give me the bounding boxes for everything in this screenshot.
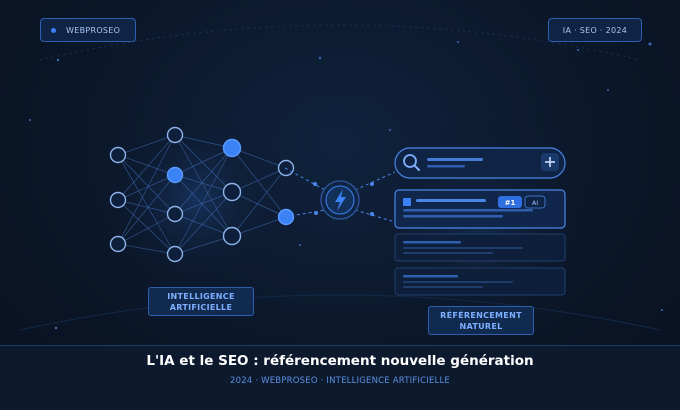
lightning-icon: [335, 189, 346, 211]
neural-node: [166, 205, 184, 223]
seo-label-line1: RÉFÉRENCEMENT: [440, 310, 522, 320]
neural-connection: [117, 134, 176, 201]
central-hub: [320, 180, 360, 220]
meta-tag: IA · SEO · 2024: [548, 18, 642, 42]
neural-connection: [117, 199, 176, 255]
neural-connection: [231, 191, 287, 218]
search-icon: [403, 154, 420, 171]
illustration-art: #1 AI: [19, 24, 663, 335]
neural-connection: [117, 199, 176, 215]
page-subtitle: 2024 · WEBPROSEO · INTELLIGENCE ARTIFICI…: [229, 376, 450, 386]
connector-lines: [284, 167, 396, 223]
search-bar[interactable]: [394, 147, 566, 179]
brand-dot-icon: [51, 27, 56, 33]
ai-label-line2: ARTIFICIELLE: [169, 302, 233, 312]
neural-connection: [117, 243, 176, 255]
neural-connection: [117, 154, 176, 176]
neural-node: [166, 166, 184, 184]
neural-connection: [174, 191, 233, 255]
meta-tag-text: IA · SEO · 2024: [562, 25, 628, 35]
ai-label: INTELLIGENCE ARTIFICIELLE: [148, 287, 254, 316]
star-dots: [29, 41, 663, 330]
ai-badge-text: AI: [532, 199, 538, 207]
neural-node: [109, 191, 127, 209]
neural-connection: [174, 235, 233, 255]
brand-name: WEBPROSEO: [66, 25, 121, 35]
footer: L'IA et le SEO : référencement nouvelle …: [0, 345, 680, 410]
neural-node: [222, 138, 242, 158]
neural-node: [222, 226, 242, 246]
neural-connection: [117, 213, 176, 245]
neural-connection: [174, 147, 233, 215]
ai-glow: [105, 110, 285, 290]
neural-connection: [174, 134, 233, 149]
seo-label: RÉFÉRENCEMENT NATUREL: [428, 306, 534, 335]
neural-connection: [174, 191, 233, 215]
neural-connections: [117, 134, 287, 255]
search-result[interactable]: [394, 233, 566, 262]
neural-node: [166, 126, 184, 144]
decorative-arc: [39, 24, 641, 61]
neural-node: [166, 245, 184, 263]
neural-connection: [174, 147, 233, 176]
rank-badge-text: #1: [505, 199, 516, 207]
neural-connection: [117, 134, 176, 156]
brand-tag: WEBPROSEO: [40, 18, 136, 42]
neural-connection: [174, 174, 233, 237]
neural-connection: [231, 147, 287, 169]
neural-connection: [117, 134, 176, 245]
decorative-arc: [19, 294, 661, 331]
neural-node: [109, 146, 127, 164]
plus-icon[interactable]: [541, 153, 559, 171]
ai-badge: [524, 195, 546, 209]
rank-badge: [498, 196, 522, 208]
neural-connection: [117, 154, 176, 215]
neural-node: [222, 182, 242, 202]
seo-label-line2: NATUREL: [459, 321, 503, 331]
connector-dots: [313, 182, 374, 216]
neural-connection: [174, 134, 233, 193]
neural-connection: [174, 134, 233, 237]
neural-connection: [174, 147, 233, 255]
neural-connection: [174, 174, 233, 193]
neural-connection: [117, 174, 176, 245]
ai-label-line1: INTELLIGENCE: [167, 291, 235, 301]
neural-connection: [174, 213, 233, 237]
neural-node: [109, 235, 127, 253]
neural-connection: [117, 154, 176, 255]
neural-connection: [231, 167, 287, 193]
neural-connection: [231, 147, 287, 218]
neural-connection: [231, 167, 287, 237]
page-title: L'IA et le SEO : référencement nouvelle …: [146, 353, 534, 369]
search-result-top[interactable]: #1 AI: [394, 189, 566, 229]
neural-connection: [231, 216, 287, 237]
neural-connection: [117, 174, 176, 201]
search-result[interactable]: [394, 267, 566, 296]
